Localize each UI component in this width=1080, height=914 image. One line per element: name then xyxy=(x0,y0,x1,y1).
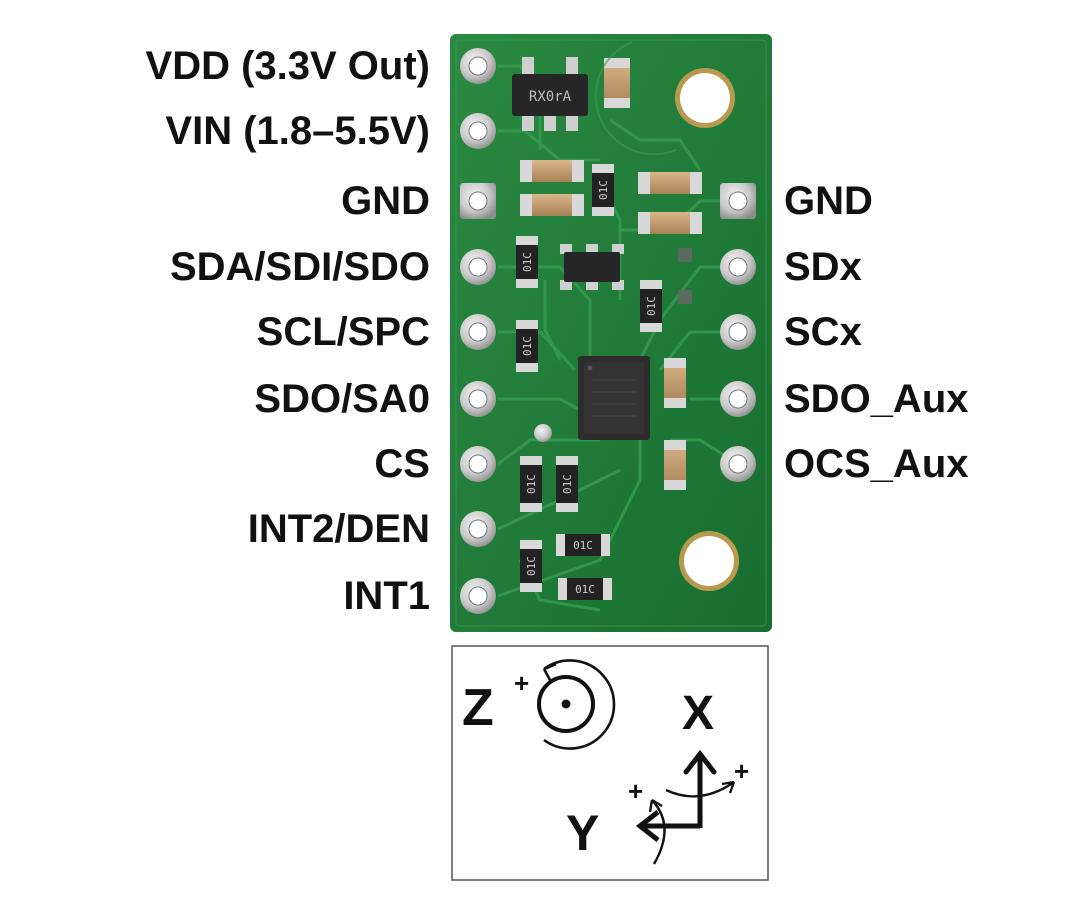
mounting-holes xyxy=(675,68,739,591)
imu-sensor-chip xyxy=(578,356,650,440)
pin-label-gnd-left: GND xyxy=(341,179,430,223)
level-shifter-chip xyxy=(560,244,624,290)
resistor-marking: 01C xyxy=(645,296,658,316)
pin-label-vdd: VDD (3.3V Out) xyxy=(145,44,430,88)
right-pin-pads xyxy=(720,183,756,482)
y-axis-arrow xyxy=(635,810,703,842)
resistor-marking: 01C xyxy=(525,556,538,576)
passive-components xyxy=(516,58,702,600)
pin-label-int1: INT1 xyxy=(343,574,430,618)
resistor-marking: 01C xyxy=(521,252,534,272)
x-rotation-arc xyxy=(665,780,736,798)
z-axis-symbol xyxy=(537,659,616,750)
pin-label-cs: CS xyxy=(374,442,430,486)
z-plus-sign: + xyxy=(514,668,530,698)
pin-label-sdx: SDx xyxy=(784,245,862,289)
resistor-marking: 01C xyxy=(575,583,595,596)
pin-label-int2: INT2/DEN xyxy=(247,507,430,551)
pin-label-sda: SDA/SDI/SDO xyxy=(169,245,430,289)
z-axis-label: Z xyxy=(462,679,494,737)
pin-label-scx: SCx xyxy=(784,310,862,354)
resistor-marking: 01C xyxy=(521,336,534,356)
pin-label-ocs-aux: OCS_Aux xyxy=(784,442,969,486)
y-rotation-arc xyxy=(648,798,666,865)
pin-label-scl: SCL/SPC xyxy=(256,310,430,354)
resistor-marking: 01C xyxy=(597,180,610,200)
axis-diagram-box xyxy=(451,645,769,881)
regulator-marking: RX0rA xyxy=(529,89,572,105)
pin-label-sdo-aux: SDO_Aux xyxy=(784,377,969,421)
voltage-regulator-chip: RX0rA xyxy=(512,57,588,131)
resistor-marking: 01C xyxy=(561,474,574,494)
left-pin-pads xyxy=(460,48,496,614)
x-plus-sign: + xyxy=(734,756,750,786)
y-plus-sign: + xyxy=(628,776,644,806)
resistor-marking: 01C xyxy=(525,474,538,494)
x-axis-label: X xyxy=(682,687,715,740)
pin-label-gnd-right: GND xyxy=(784,179,873,223)
y-axis-label: Y xyxy=(566,805,600,861)
pin-label-sdo-sa0: SDO/SA0 xyxy=(254,377,430,421)
pin-label-vin: VIN (1.8–5.5V) xyxy=(165,109,430,153)
x-axis-arrow xyxy=(683,749,717,815)
resistor-marking: 01C xyxy=(573,539,593,552)
